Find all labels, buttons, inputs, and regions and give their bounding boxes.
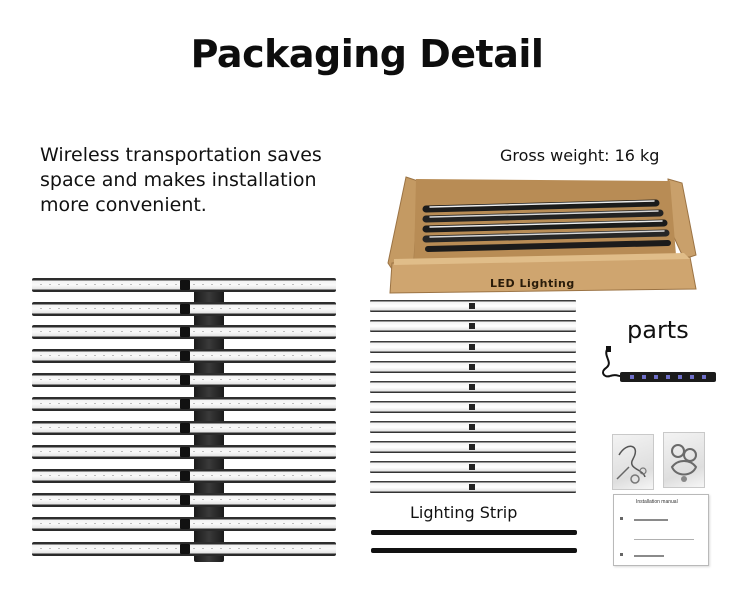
- packaging-box-image: [384, 173, 697, 294]
- lighting-strips-image: [370, 300, 576, 496]
- power-cable-image: [596, 346, 718, 386]
- parts-label: parts: [627, 316, 689, 344]
- lighting-strip-label: Lighting Strip: [410, 503, 518, 522]
- led-fixture-image: [32, 276, 336, 566]
- manual-title: Installation manual: [636, 499, 678, 505]
- installation-manual-image: Installation manual: [613, 494, 709, 566]
- gross-weight-label: Gross weight: 16 kg: [500, 146, 660, 165]
- accessory-bag-image: [612, 434, 654, 490]
- description-text: Wireless transportation saves space and …: [40, 144, 322, 216]
- black-strip-bottom: [371, 548, 577, 553]
- box-print-label: LED Lighting: [490, 277, 575, 290]
- black-strip-top: [371, 530, 577, 535]
- page-title: Packaging Detail: [190, 32, 544, 76]
- hardware-bag-image: [663, 432, 705, 488]
